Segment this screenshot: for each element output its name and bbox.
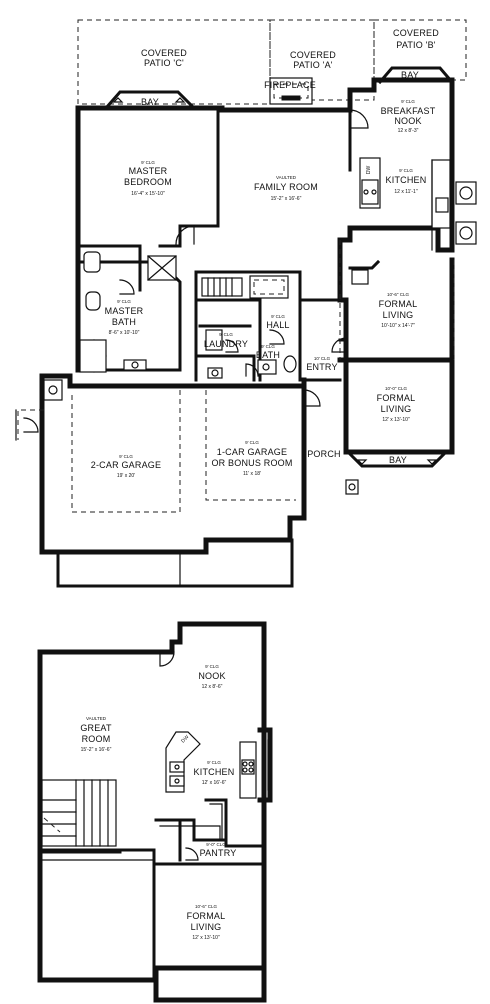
garage-1-dims: 11' x 18'	[243, 471, 261, 477]
great-room-label-2: ROOM	[82, 734, 111, 744]
upper-floor-plan: COVERED PATIO 'C' COVERED PATIO 'A' COVE…	[15, 19, 477, 588]
entry-label: ENTRY	[306, 362, 337, 372]
lower-door-swings	[159, 651, 199, 861]
patio-b-label-2: PATIO 'B'	[396, 40, 435, 50]
lower-kitchen-fixtures	[165, 731, 257, 799]
breakfast-nook-label-2: NOOK	[394, 116, 421, 126]
family-room-ceiling: VAULTED	[276, 175, 297, 180]
kitchen-dims: 12 x 11'-1"	[394, 189, 417, 195]
garage-1-ceiling: 9' CLG	[245, 440, 259, 445]
nook-dims: 12 x 8'-6"	[202, 684, 223, 690]
porch-label: PORCH	[307, 449, 341, 459]
lower-kitchen-ceiling: 9' CLG	[207, 760, 221, 765]
patio-c-label: COVERED	[141, 48, 187, 58]
great-room-label: GREAT	[80, 723, 112, 733]
lower-plan-labels: 9' CLG NOOK 12 x 8'-6" VAULTED GREAT ROO…	[80, 664, 236, 941]
lower-stairs	[41, 779, 117, 847]
master-bath-label: MASTER	[105, 306, 144, 316]
bay-label-right: BAY	[401, 70, 419, 80]
lower-dishwasher-label: DW	[180, 734, 190, 744]
lower-formal-living-label-2: LIVING	[191, 922, 222, 932]
great-room-ceiling: VAULTED	[86, 716, 107, 721]
bay-label-front: BAY	[389, 455, 407, 465]
bay-windows	[103, 66, 455, 468]
patio-a-label: COVERED	[290, 50, 336, 60]
lower-formal-living-ceiling: 10'-6" CLG	[195, 904, 217, 909]
laundry-label: LAUNDRY	[204, 339, 248, 349]
door-swings	[23, 109, 369, 433]
master-bath-label-2: BATH	[112, 317, 136, 327]
lower-exterior-walls	[37, 621, 273, 1003]
garage-1-label: 1-CAR GARAGE	[217, 447, 287, 457]
family-room-label: FAMILY ROOM	[254, 182, 318, 192]
garage-2-ceiling: 9' CLG	[119, 454, 133, 459]
family-room-dims: 15'-2" x 16'-6"	[271, 196, 302, 202]
exterior-walls	[15, 77, 455, 588]
lower-floor-plan: 9' CLG NOOK 12 x 8'-6" VAULTED GREAT ROO…	[37, 621, 273, 1003]
master-bedroom-label: MASTER	[129, 166, 168, 176]
patio-c-label-2: PATIO 'C'	[144, 58, 184, 68]
formal-living-2-ceiling: 10'-0" CLG	[385, 386, 407, 391]
bath-label: BATH	[256, 350, 280, 360]
fireplace-label: FIREPLACE	[264, 80, 316, 90]
breakfast-nook-ceiling: 9' CLG	[401, 99, 415, 104]
lower-kitchen-dims: 12' x 16'-6"	[202, 780, 227, 786]
formal-living-1-dims: 10'-10" x 14'-7"	[381, 323, 415, 329]
formal-living-1-label: FORMAL	[379, 299, 418, 309]
pantry-label: PANTRY	[200, 848, 237, 858]
garage-2-label: 2-CAR GARAGE	[91, 460, 161, 470]
master-bedroom-dims: 16'-4" x 15'-10"	[131, 191, 165, 197]
master-bath-ceiling: 9' CLG	[117, 299, 131, 304]
master-bedroom-label-2: BEDROOM	[124, 177, 172, 187]
nook-label: NOOK	[198, 671, 225, 681]
entry-ceiling: 10' CLG	[314, 356, 331, 361]
lower-formal-living-label: FORMAL	[187, 911, 226, 921]
lower-kitchen-label: KITCHEN	[194, 767, 235, 777]
formal-living-2-dims: 12' x 13'-10"	[382, 417, 410, 423]
laundry-ceiling: 9' CLG	[219, 332, 233, 337]
fireplace	[269, 77, 313, 105]
formal-living-1-ceiling: 10'-6" CLG	[387, 292, 409, 297]
patio-b-label: COVERED	[393, 28, 439, 38]
formal-living-2-label: FORMAL	[377, 393, 416, 403]
patio-a-label-2: PATIO 'A'	[293, 60, 332, 70]
dishwasher-label: DW	[366, 166, 372, 175]
pantry-ceiling: 9'-0" CLG	[206, 842, 226, 847]
bath-ceiling: 9' CLG	[261, 344, 275, 349]
hall-ceiling: 9' CLG	[271, 314, 285, 319]
upper-plan-labels: COVERED PATIO 'C' COVERED PATIO 'A' COVE…	[91, 28, 439, 479]
kitchen-label: KITCHEN	[386, 175, 427, 185]
fixtures	[43, 157, 477, 495]
stairs	[201, 275, 289, 299]
garage-2-dims: 19' x 20'	[117, 473, 135, 479]
garage-1-label-2: OR BONUS ROOM	[211, 458, 292, 468]
lower-interior-walls	[38, 798, 266, 982]
lower-formal-living-dims: 12' x 13'-10"	[192, 935, 220, 941]
bay-label-left: BAY	[141, 97, 159, 107]
nook-ceiling: 9' CLG	[205, 664, 219, 669]
formal-living-2-label-2: LIVING	[381, 404, 412, 414]
breakfast-nook-label: BREAKFAST	[381, 106, 436, 116]
master-bedroom-ceiling: 9' CLG	[141, 160, 155, 165]
hall-label: HALL	[266, 320, 289, 330]
master-bath-dims: 8'-6" x 10'-10"	[109, 330, 140, 336]
breakfast-nook-dims: 12 x 8'-3"	[398, 128, 419, 134]
great-room-dims: 15'-2" x 16'-6"	[81, 747, 112, 753]
formal-living-1-label-2: LIVING	[383, 310, 414, 320]
kitchen-ceiling: 9' CLG	[399, 168, 413, 173]
